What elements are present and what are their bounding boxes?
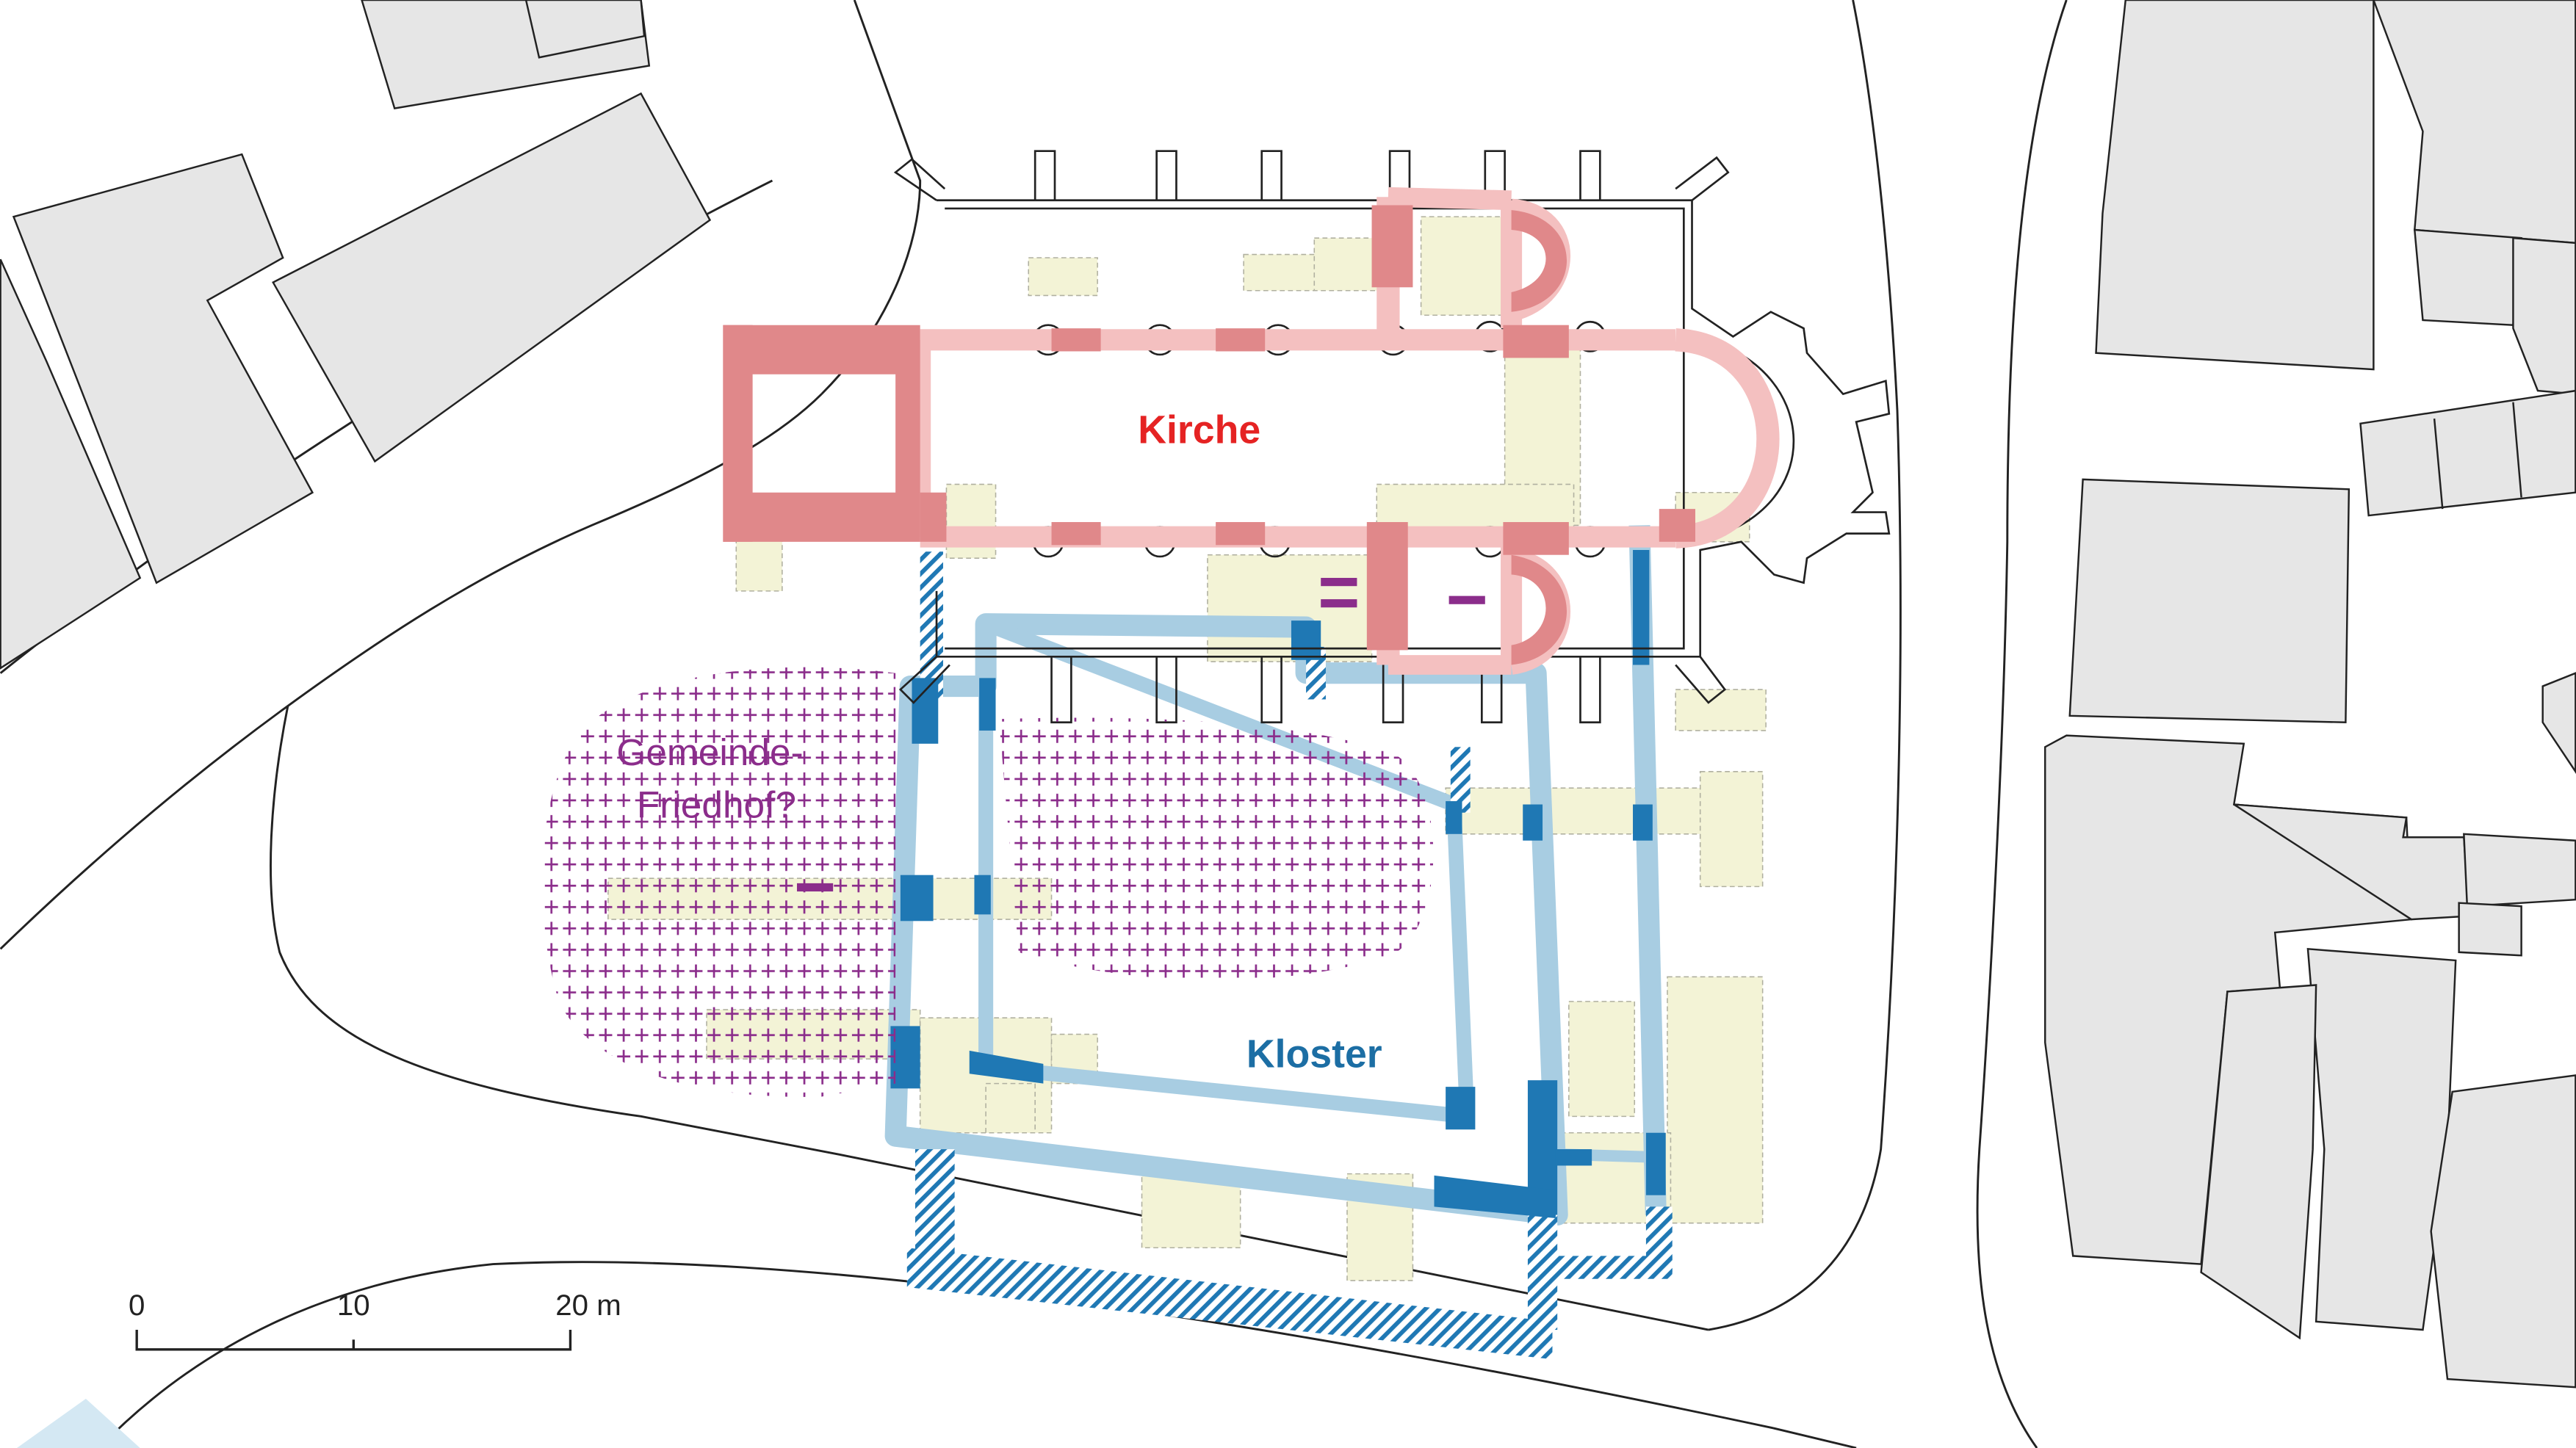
scale-tick-10: 10	[337, 1289, 370, 1322]
church-walls-late	[723, 205, 1695, 665]
buildings	[0, 0, 2576, 1389]
monastery-walls-late	[890, 550, 1666, 1218]
scale-tick-0: 0	[129, 1289, 145, 1322]
church-label: Kirche	[1138, 408, 1260, 452]
scale-tick-20: 20 m	[555, 1289, 621, 1322]
monastery-walls-hypothetical	[906, 551, 1673, 1360]
cemetery-label-line2: Friedhof?	[637, 783, 796, 825]
north-arrow-fragment	[16, 1398, 140, 1448]
cemetery-label-line1: Gemeinde-	[616, 731, 803, 773]
monastery-label: Kloster	[1246, 1032, 1382, 1076]
cemetery-area	[541, 667, 1434, 1097]
scale-bar: 0 10 20 m	[129, 1289, 621, 1351]
